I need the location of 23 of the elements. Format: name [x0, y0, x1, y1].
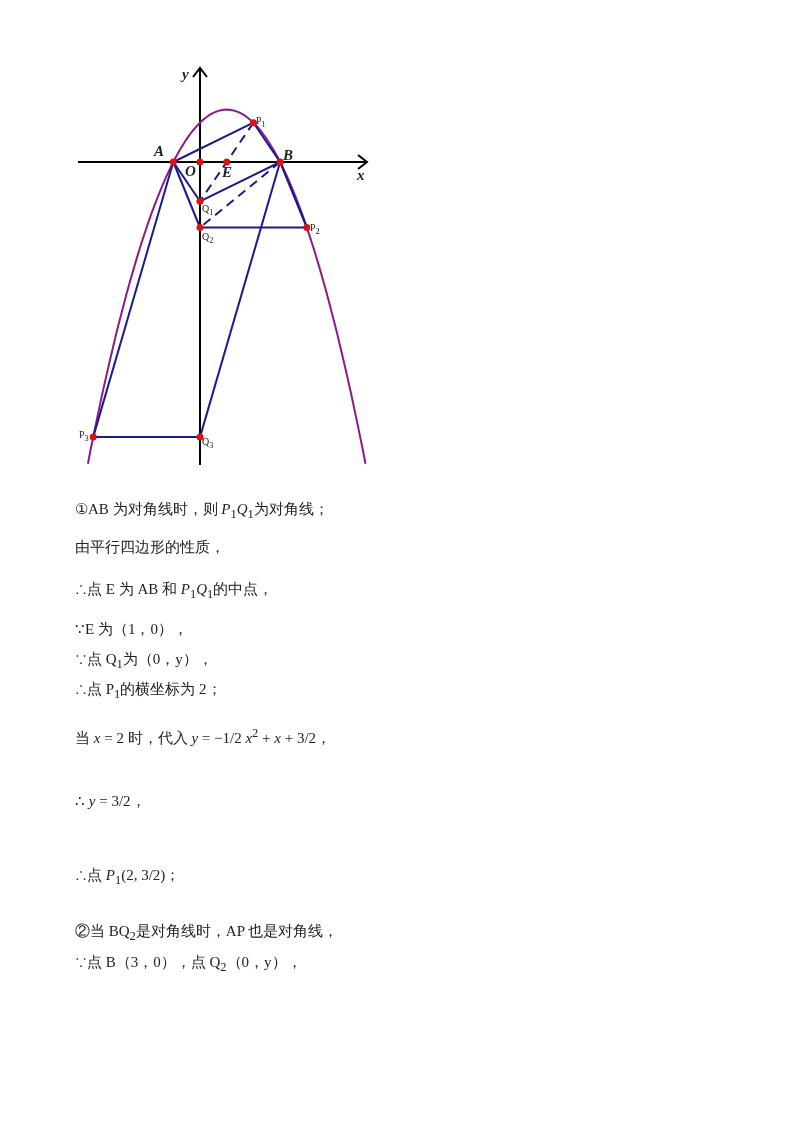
text-line: ∵点 B（3，0），点 Q$_{2}$（0，y）， [75, 953, 302, 975]
text-line: ∵点 Q$_{1}$为（0，y）， [75, 650, 213, 672]
axis-label: x [357, 167, 365, 184]
point-label: P$_{1}$ [256, 115, 266, 129]
point-label: P$_{2}$ [310, 222, 320, 236]
text-line: ①AB 为对角线时，则 P$_{1}$Q$_{1}$为对角线； [75, 500, 329, 522]
text-line: ②当 BQ$_{2}$是对角线时，AP 也是对角线， [75, 922, 339, 944]
point-label: A [154, 143, 164, 160]
text-line: 当 x = 2 时，代入 y = −1/2 x$^{2}$ + x + 3/2， [75, 726, 332, 748]
point-label: Q$_{2}$ [202, 231, 214, 245]
point-label: Q$_{1}$ [202, 203, 214, 217]
text-line: ∴点 E 为 AB 和 P$_{1}$Q$_{1}$的中点， [75, 580, 274, 602]
text-line: ∴点 P$_{1}$的横坐标为 2； [75, 680, 222, 702]
text-line: 由平行四边形的性质， [75, 538, 225, 557]
point-label: P$_{3}$ [79, 429, 89, 443]
text-line: ∴点 P$_{1}$(2, 3/2)； [75, 866, 181, 888]
axis-label: y [182, 66, 189, 83]
text-line: ∴ y = 3/2， [75, 792, 146, 811]
point-label: Q$_{3}$ [202, 436, 214, 450]
point-label: O [185, 163, 196, 180]
point-label: B [283, 147, 293, 164]
text-line: ∵E 为（1，0）， [75, 620, 188, 639]
point-label: E [222, 164, 232, 181]
